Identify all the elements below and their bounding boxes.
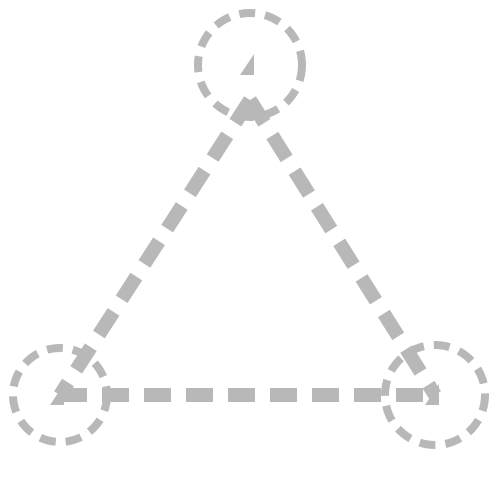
node-ring-top [194, 9, 306, 121]
nodes-layer [9, 9, 489, 449]
node-bottom-left [9, 344, 111, 446]
node-marker-bottom-right [425, 384, 439, 405]
node-marker-bottom-left [50, 384, 64, 405]
node-marker-top [240, 54, 254, 75]
edges-layer [54, 96, 441, 402]
edge-top-to-bottom-left [54, 96, 256, 399]
node-bottom-right [381, 341, 489, 449]
node-ring-bottom-left [9, 344, 111, 446]
node-ring-bottom-right [381, 341, 489, 449]
edge-top-to-bottom-right [244, 96, 441, 399]
node-top [194, 9, 306, 121]
